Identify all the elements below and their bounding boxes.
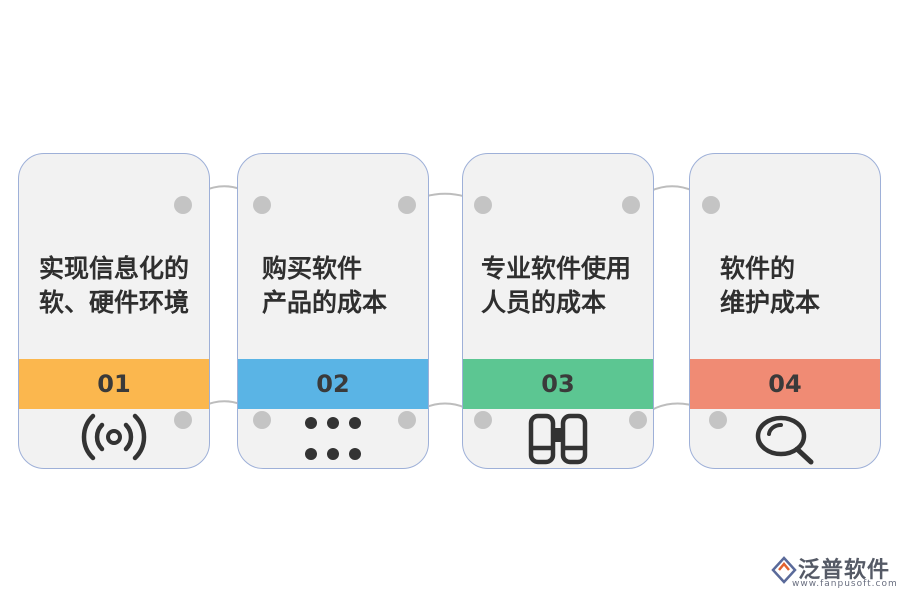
magnifier-icon [690, 412, 880, 468]
step-title: 实现信息化的 软、硬件环境 [39, 254, 190, 317]
step-card-4: 软件的 维护成本 04 [689, 153, 881, 469]
fanpu-logo-icon [771, 556, 797, 584]
binoculars-icon [463, 412, 653, 468]
step-title: 购买软件 产品的成本 [262, 254, 388, 317]
step-number-band: 02 [238, 359, 428, 409]
step-title: 软件的 维护成本 [720, 254, 821, 317]
step-number-band: 04 [690, 359, 880, 409]
step-card-1: 实现信息化的 软、硬件环境 01 [18, 153, 210, 469]
logo-url: www.fanpusoft.com [792, 579, 898, 589]
step-card-3: 专业软件使用 人员的成本 03 [462, 153, 654, 469]
broadcast-icon [19, 412, 209, 468]
dots-grid-icon [238, 412, 428, 468]
step-card-2: 购买软件 产品的成本 02 [237, 153, 429, 469]
step-title: 专业软件使用 人员的成本 [481, 254, 632, 317]
step-number-band: 01 [19, 359, 209, 409]
step-number-band: 03 [463, 359, 653, 409]
logo-name: 泛普软件 [798, 558, 891, 583]
